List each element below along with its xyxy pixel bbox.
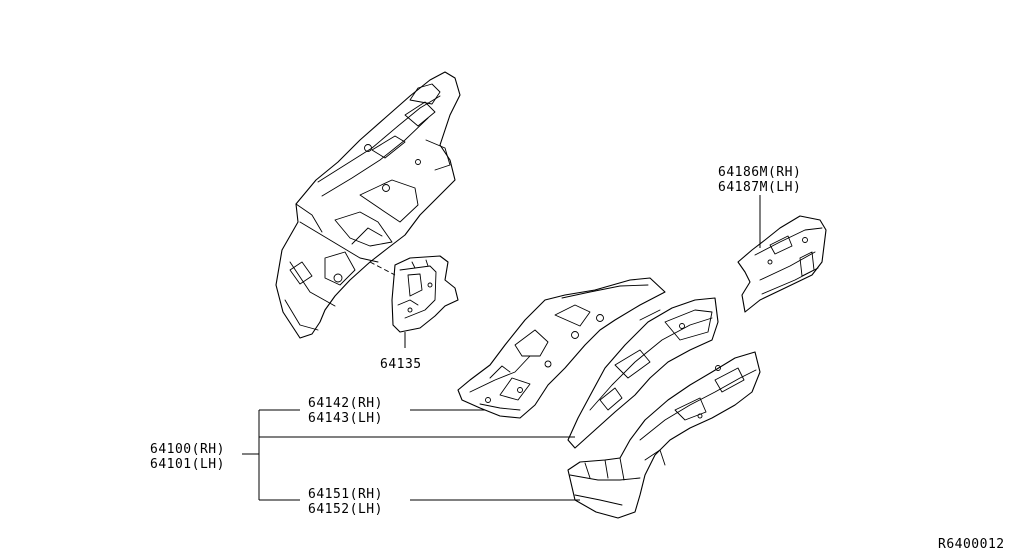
side-member-part[interactable]	[567, 297, 719, 449]
label-64151: 64151(RH)	[308, 487, 383, 502]
bracket-64186m-part[interactable]	[737, 195, 827, 313]
leader-bracket-64100	[242, 409, 575, 501]
label-64100: 64100(RH)	[150, 442, 225, 457]
label-64152: 64152(LH)	[308, 502, 383, 517]
label-64143: 64143(LH)	[308, 411, 383, 426]
upper-panel-64142-part[interactable]	[457, 277, 666, 419]
label-64135: 64135	[380, 357, 422, 372]
label-64101: 64101(LH)	[150, 457, 225, 472]
label-64142: 64142(RH)	[308, 396, 383, 411]
reference-code: R6400012	[938, 537, 1005, 552]
lower-member-64151-part[interactable]	[567, 351, 761, 519]
label-64187m: 64187M(LH)	[718, 180, 801, 195]
bracket-64135-part[interactable]	[391, 255, 459, 348]
label-64186m: 64186M(RH)	[718, 165, 801, 180]
hood-ledge-apron-part[interactable]	[275, 71, 461, 339]
